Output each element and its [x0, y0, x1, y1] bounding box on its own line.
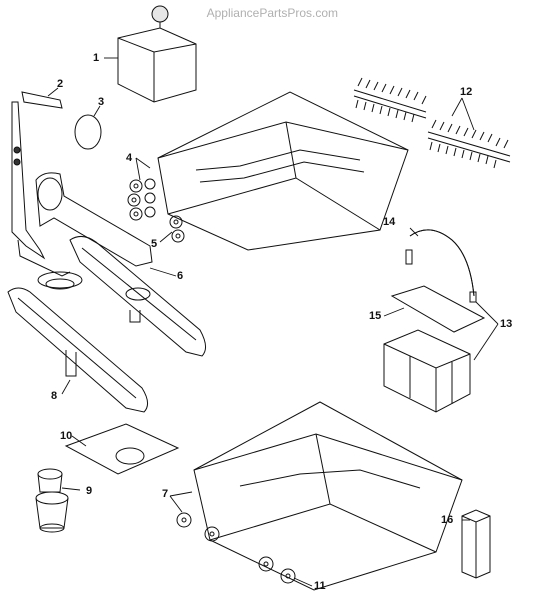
callout-15: 15	[369, 310, 382, 322]
callout-5: 5	[151, 238, 158, 250]
part-tine-rows	[353, 77, 511, 169]
part-upper-manifold	[35, 172, 153, 267]
part-lower-spray-arm	[7, 287, 148, 413]
callout-2: 2	[57, 78, 64, 90]
part-upper-dishrack	[157, 91, 409, 251]
callout-16: 16	[441, 514, 454, 526]
callout-12: 12	[460, 86, 473, 98]
part-upper-rack-wheels	[127, 178, 185, 243]
callout-4: 4	[126, 152, 133, 164]
part-basket-handle	[405, 229, 477, 303]
part-lower-rack-wheels	[176, 512, 296, 584]
part-filter-plate	[64, 423, 180, 475]
part-spray-tube	[11, 91, 83, 290]
leader-lines	[47, 57, 499, 587]
callout-6: 6	[177, 270, 184, 282]
part-silverware-basket	[117, 5, 197, 103]
part-filter-disc	[74, 114, 102, 150]
callout-14: 14	[383, 216, 396, 228]
part-upper-spray-arm	[69, 236, 206, 357]
part-small-cup	[461, 509, 491, 579]
callout-8: 8	[51, 390, 58, 402]
callout-10: 10	[60, 430, 73, 442]
callout-9: 9	[86, 485, 93, 497]
callout-11: 11	[314, 580, 326, 592]
callout-1: 1	[93, 52, 100, 64]
part-filter-cups	[35, 468, 69, 533]
part-lower-dishrack	[193, 401, 463, 591]
watermark: AppliancePartsPros.com	[206, 6, 338, 20]
callout-3: 3	[98, 96, 105, 108]
callout-13: 13	[500, 318, 513, 330]
callout-7: 7	[162, 488, 169, 500]
part-basket-lid	[390, 285, 486, 333]
part-small-basket	[383, 329, 471, 413]
